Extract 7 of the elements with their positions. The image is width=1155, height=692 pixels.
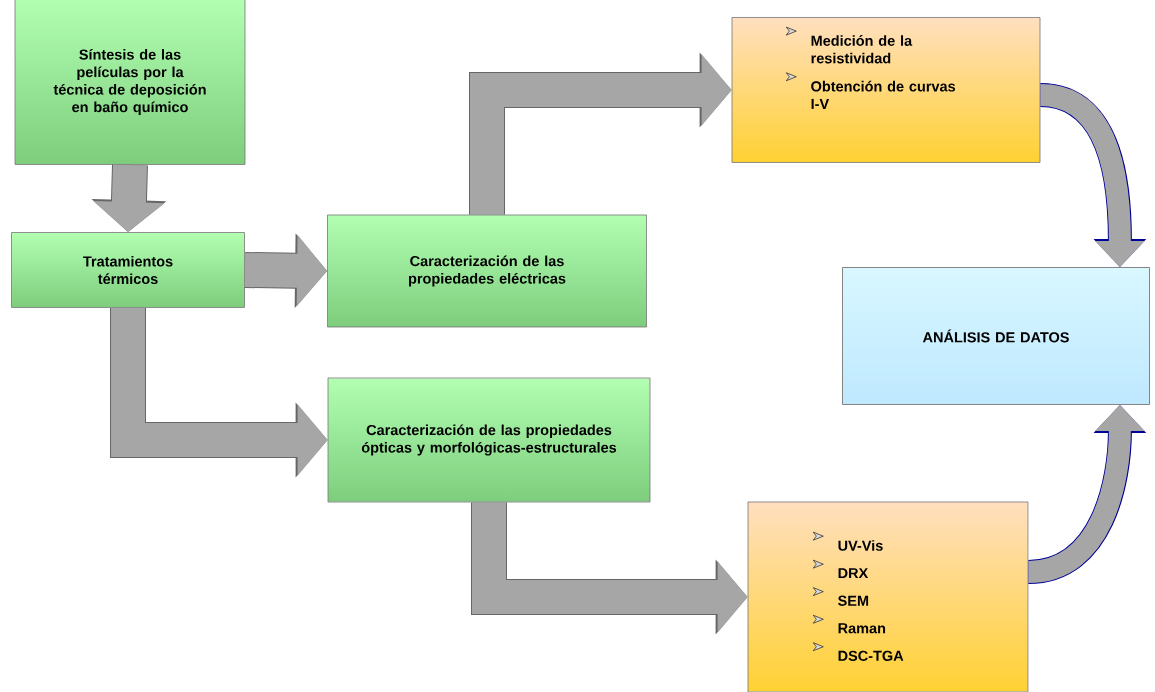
list-box: UV-Vis DRX SEM Raman DSC-TGA [747, 501, 1029, 692]
process-box: Síntesis de las películas por la técnica de deposición en baño químico [14, 0, 246, 165]
process-box: Tratamientos térmicos [11, 232, 245, 308]
process-box: Caracterización de las propiedades eléctricas [327, 214, 647, 328]
process-box: Caracterización de las propiedades ópticas y morfológicas-estructurales [327, 377, 651, 503]
list-box: Medición de la resistividad Obtención de curvas I-V [731, 17, 1041, 163]
result-box: ANÁLISIS DE DATOS [842, 267, 1150, 405]
